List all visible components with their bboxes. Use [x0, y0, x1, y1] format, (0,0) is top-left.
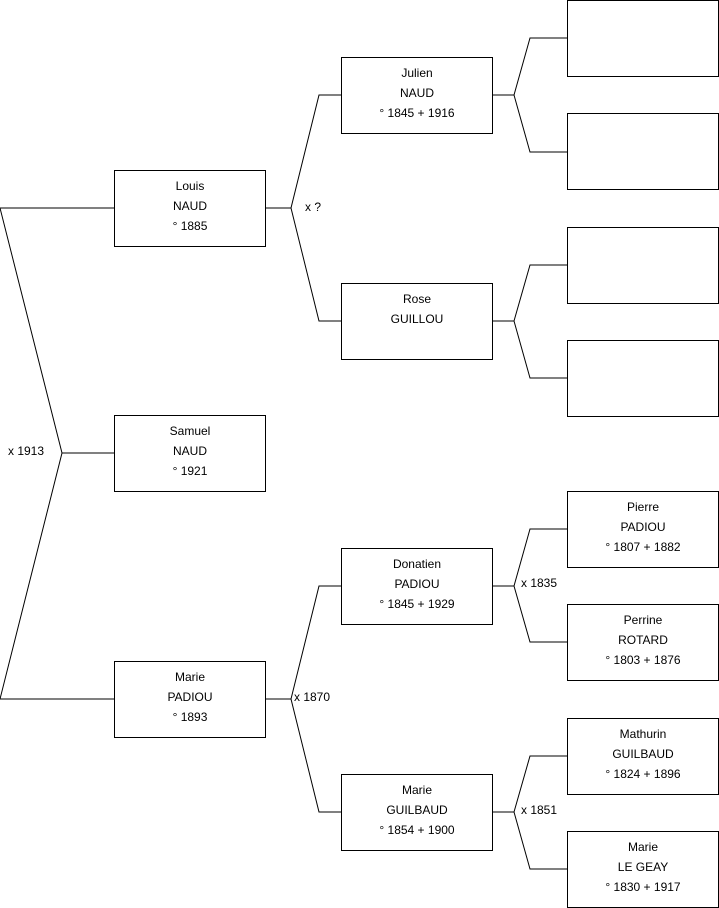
first-name: Marie	[627, 840, 658, 854]
last-name: PADIOU	[167, 690, 213, 704]
first-name: Marie	[401, 783, 432, 797]
last-name: NAUD	[172, 444, 207, 458]
first-name: Pierre	[626, 500, 659, 514]
first-name: Julien	[401, 66, 433, 80]
last-name: ROTARD	[618, 633, 668, 647]
connector-julien-father	[492, 37, 567, 96]
person-box-donatien: Donatien PADIOU ° 1845 + 1929	[341, 548, 493, 625]
connector-rose-father	[492, 264, 567, 322]
first-name: Marie	[174, 670, 205, 684]
first-name: Mathurin	[619, 727, 667, 741]
first-name: Perrine	[623, 613, 663, 627]
last-name: PADIOU	[620, 520, 666, 534]
marriage-label-1835: x 1835	[521, 576, 558, 590]
life-dates: ° 1807 + 1882	[605, 540, 681, 554]
last-name: GUILLOU	[390, 312, 444, 326]
life-dates: ° 1824 + 1896	[605, 767, 681, 781]
person-box-empty-2	[567, 113, 719, 190]
life-dates: ° 1921	[172, 464, 208, 478]
last-name: LE GEAY	[617, 860, 669, 874]
life-dates: ° 1854 + 1900	[379, 823, 455, 837]
connector-samuel-louis	[0, 207, 114, 454]
person-box-louis: Louis NAUD ° 1885	[114, 170, 266, 247]
connector-mariep-donatien	[265, 585, 341, 700]
person-box-empty-4	[567, 340, 719, 417]
person-box-mathurin: Mathurin GUILBAUD ° 1824 + 1896	[567, 718, 719, 795]
connector-mariep-marieg	[290, 698, 341, 813]
connector-rose-mother	[513, 320, 567, 379]
last-name: NAUD	[172, 199, 207, 213]
connector-donatien-perrine	[513, 585, 567, 643]
marriage-label-unknown: x ?	[305, 200, 322, 214]
connector-donatien-pierre	[492, 528, 567, 587]
last-name: NAUD	[399, 86, 434, 100]
first-name: Donatien	[392, 557, 442, 571]
connector-marieg-mathurin	[492, 755, 567, 813]
connector-marieg-mariele	[513, 811, 567, 870]
connector-louis-rose	[290, 207, 341, 322]
person-box-empty-1	[567, 0, 719, 77]
person-box-marie-le-geay: Marie LE GEAY ° 1830 + 1917	[567, 831, 719, 908]
person-box-pierre: Pierre PADIOU ° 1807 + 1882	[567, 491, 719, 568]
connector-louis-julien	[265, 94, 341, 209]
person-box-samuel: Samuel NAUD ° 1921	[114, 415, 266, 492]
first-name: Samuel	[169, 424, 211, 438]
last-name: GUILBAUD	[612, 747, 674, 761]
marriage-label-1851: x 1851	[521, 803, 558, 817]
person-box-marie-guilbaud: Marie GUILBAUD ° 1854 + 1900	[341, 774, 493, 851]
person-box-julien: Julien NAUD ° 1845 + 1916	[341, 57, 493, 134]
marriage-label-1913: x 1913	[8, 444, 45, 458]
first-name: Rose	[402, 292, 431, 306]
life-dates: ° 1830 + 1917	[605, 880, 681, 894]
person-box-rose: Rose GUILLOU	[341, 283, 493, 360]
life-dates: ° 1885	[172, 219, 208, 233]
last-name: GUILBAUD	[386, 803, 448, 817]
life-dates: ° 1893	[172, 710, 208, 724]
person-box-empty-3	[567, 227, 719, 304]
life-dates: ° 1845 + 1916	[379, 106, 455, 120]
life-dates: ° 1803 + 1876	[605, 653, 681, 667]
life-dates: ° 1845 + 1929	[379, 597, 455, 611]
person-box-marie-padiou: Marie PADIOU ° 1893	[114, 661, 266, 738]
last-name: PADIOU	[394, 577, 440, 591]
connector-julien-mother	[513, 94, 567, 153]
marriage-label-1870: x 1870	[294, 690, 331, 704]
person-box-perrine: Perrine ROTARD ° 1803 + 1876	[567, 604, 719, 681]
connector-samuel-marie-p	[0, 452, 114, 700]
first-name: Louis	[175, 179, 205, 193]
